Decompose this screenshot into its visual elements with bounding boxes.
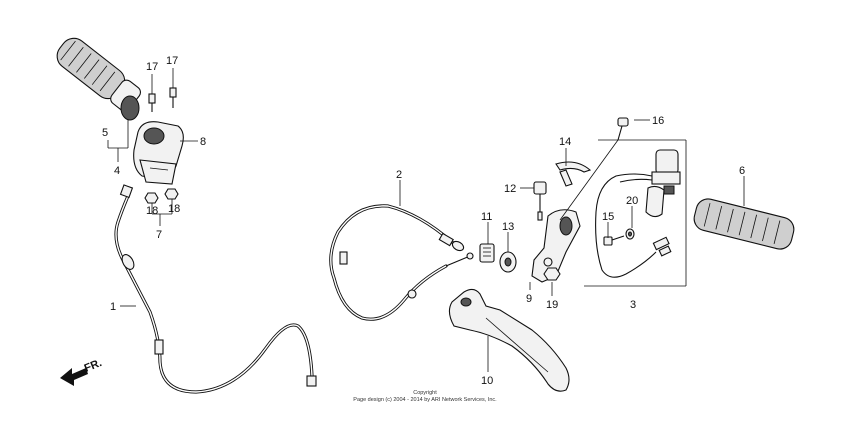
callout-15: 15 xyxy=(602,211,614,223)
washer-20[interactable] xyxy=(625,228,635,240)
callout-2: 2 xyxy=(396,169,402,181)
switch-housing[interactable] xyxy=(645,149,681,218)
callout-5: 5 xyxy=(102,127,108,139)
throttle-grip[interactable] xyxy=(52,33,144,121)
screw-17-left[interactable] xyxy=(148,93,156,112)
throttle-housing[interactable] xyxy=(133,121,184,185)
callout-19: 19 xyxy=(546,299,558,311)
screw-16[interactable] xyxy=(617,117,629,141)
callout-12: 12 xyxy=(504,183,516,195)
callout-13: 13 xyxy=(502,221,514,233)
front-direction-indicator: FR. xyxy=(60,357,104,386)
assembly-3-bracket xyxy=(584,139,687,287)
throttle-cable[interactable] xyxy=(114,184,317,394)
callout-1: 1 xyxy=(110,301,116,313)
callout-14: 14 xyxy=(559,136,571,148)
callout-18-left: 18 xyxy=(146,205,158,217)
clip-14[interactable] xyxy=(555,161,592,187)
clutch-cable[interactable] xyxy=(329,204,474,321)
adjuster-13[interactable] xyxy=(499,251,517,273)
screw-15[interactable] xyxy=(603,235,625,246)
switch-wire[interactable] xyxy=(595,173,672,278)
nut-18-left[interactable] xyxy=(144,192,159,204)
nut-18-right[interactable] xyxy=(164,188,179,200)
arrow-left-icon xyxy=(60,368,88,386)
copyright-notice: Copyright Page design (c) 2004 - 2014 by… xyxy=(353,390,497,403)
callout-7: 7 xyxy=(156,229,162,241)
clutch-lever[interactable] xyxy=(448,288,570,392)
adjuster-nut-11[interactable] xyxy=(479,243,495,263)
callout-17-right: 17 xyxy=(166,55,178,67)
callout-9: 9 xyxy=(526,293,532,305)
callout-16: 16 xyxy=(652,115,664,127)
callouts: 1 2 3 4 5 6 7 8 9 10 11 12 13 14 15 16 1… xyxy=(102,55,745,387)
callout-4: 4 xyxy=(114,165,120,177)
callout-8: 8 xyxy=(200,136,206,148)
copyright-title: Copyright xyxy=(413,390,437,396)
nut-19[interactable] xyxy=(543,267,561,281)
callout-10: 10 xyxy=(481,375,493,387)
leader-lines xyxy=(107,68,745,372)
callout-17-left: 17 xyxy=(146,61,158,73)
direction-label: FR. xyxy=(83,357,104,375)
callout-3: 3 xyxy=(630,299,636,311)
callout-6: 6 xyxy=(739,165,745,177)
screw-17-right[interactable] xyxy=(169,87,177,108)
callout-18-right: 18 xyxy=(168,203,180,215)
left-grip[interactable] xyxy=(692,196,797,251)
copyright-line: Page design (c) 2004 - 2014 by ARI Netwo… xyxy=(353,397,497,403)
bolt-12[interactable] xyxy=(533,181,547,221)
callout-20: 20 xyxy=(626,195,638,207)
lever-bracket[interactable] xyxy=(531,139,619,283)
callout-11: 11 xyxy=(481,211,492,223)
